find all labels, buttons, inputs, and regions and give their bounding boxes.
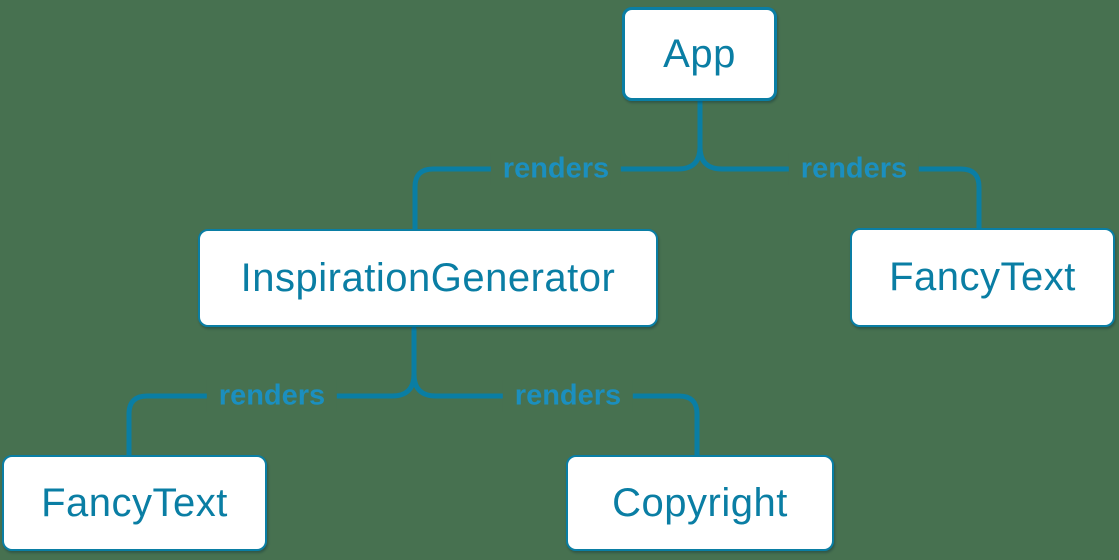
node-copyright: Copyright <box>566 455 834 551</box>
edge-label-renders-app-fancytext: renders <box>788 152 920 186</box>
edge-label-renders-app-inspirationgenerator: renders <box>490 152 622 186</box>
edge-label-renders-inspirationgenerator-copyright: renders <box>502 379 634 413</box>
node-app-label: App <box>663 31 736 76</box>
node-fancy-text-top-right-label: FancyText <box>889 255 1076 299</box>
edge-inspirationgenerator-copyright <box>411 371 700 460</box>
node-copyright-label: Copyright <box>612 480 788 525</box>
node-fancy-text-bottom-left-label: FancyText <box>41 480 228 525</box>
node-fancy-text-top-right: FancyText <box>850 228 1115 327</box>
node-fancy-text-bottom-left: FancyText <box>2 455 267 551</box>
edge-app-fancytext <box>697 144 982 233</box>
node-inspiration-generator-label: InspirationGenerator <box>240 255 616 300</box>
node-app: App <box>622 7 777 101</box>
node-inspiration-generator: InspirationGenerator <box>198 229 658 327</box>
edge-label-renders-inspirationgenerator-fancytext: renders <box>206 379 338 413</box>
